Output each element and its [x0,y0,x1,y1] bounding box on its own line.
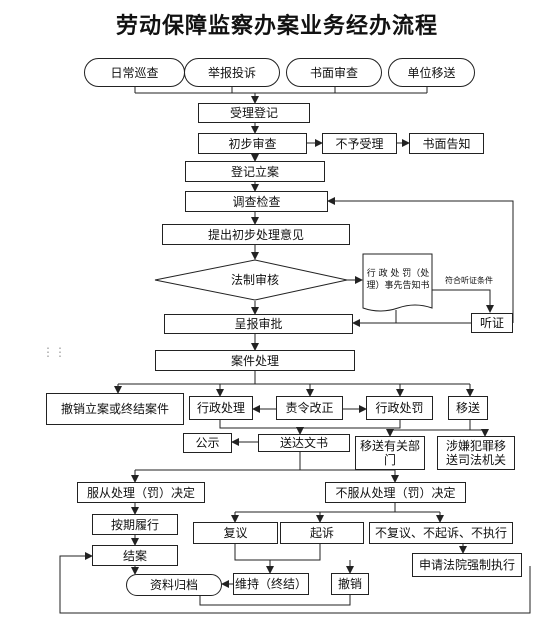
connector [199,595,351,606]
step-accept-decision: 服从处理（罚）决定 [77,482,205,503]
step-order-correction: 责令改正 [276,396,343,420]
step-admin-penalty: 行政处罚 [366,396,433,420]
connector [234,544,321,561]
source-document-review: 书面审查 [286,58,382,87]
step-revoke: 撤销 [331,573,369,595]
step-transfer: 移送 [448,396,488,420]
step-transfer-department: 移送有关部门 [355,436,425,470]
page-title: 劳动保障监察办案业务经办流程 [115,13,438,39]
step-investigate: 调查检查 [185,191,328,212]
step-maintain-final: 维持（终结） [233,573,309,595]
penalty-notice-shape [362,253,433,312]
step-court-enforcement: 申请法院强制执行 [412,553,522,577]
step-written-notice: 书面告知 [409,133,484,154]
step-perform-on-time: 按期履行 [92,514,178,535]
step-reconsideration: 复议 [193,522,278,544]
source-unit-transfer: 单位移送 [388,58,475,87]
step-revoke-case: 撤销立案或终结案件 [46,393,184,425]
step-submit-approval: 呈报审批 [164,314,353,334]
step-propose-opinion: 提出初步处理意见 [162,224,350,245]
connector [219,420,401,429]
step-publicize: 公示 [183,433,232,453]
step-transfer-judicial: 涉嫌犯罪移送司法机关 [437,436,515,470]
source-daily-patrol: 日常巡查 [84,58,185,87]
drag-handle[interactable]: ⋮⋮ [42,345,66,359]
step-register-case: 登记立案 [185,161,325,182]
step-legal-review: 法制审核 [230,273,279,287]
label-hearing-condition: 符合听证条件 [445,276,493,285]
arrow [327,197,514,323]
step-serve-document: 送达文书 [258,434,350,452]
step-not-accepted: 不予受理 [322,133,397,154]
step-no-action: 不复议、不起诉、不执行 [369,522,513,544]
arrow [59,552,531,614]
step-preliminary-review: 初步审查 [198,133,307,154]
step-admin-handling: 行政处理 [189,396,253,420]
step-archive: 资料归档 [126,574,222,596]
step-case-handling: 案件处理 [155,350,355,371]
step-penalty-notice: 行 政 处 罚（处理）事先告知书 [366,269,430,291]
step-accept-register: 受理登记 [198,103,310,123]
step-close-case: 结案 [92,545,178,566]
step-reject-decision: 不服从处理（罚）决定 [325,482,466,503]
step-hearing: 听证 [471,313,513,333]
step-lawsuit: 起诉 [280,522,364,544]
arrow [432,289,494,313]
legal-review-diamond [154,259,348,301]
source-report-complaint: 举报投诉 [184,58,280,87]
